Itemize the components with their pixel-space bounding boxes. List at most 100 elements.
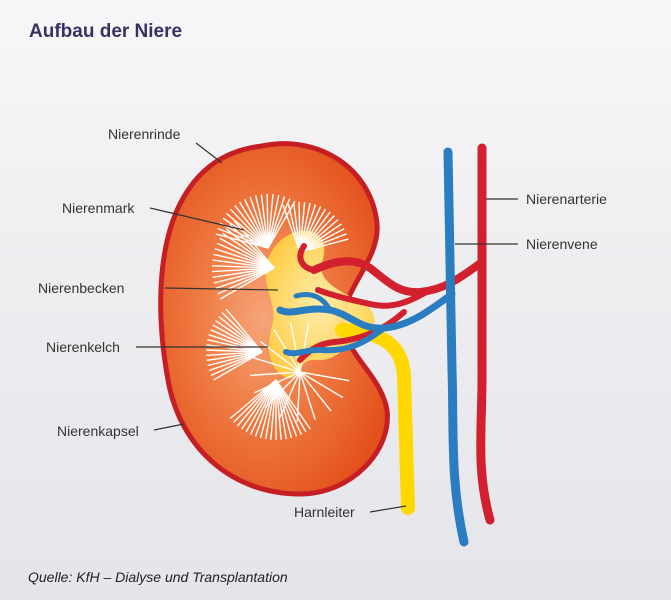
pyramid-ray bbox=[260, 194, 269, 249]
pyramid-ray bbox=[215, 267, 275, 290]
pyramid-ray bbox=[264, 379, 277, 440]
pyramid-ray bbox=[213, 267, 275, 284]
pyramid-ray bbox=[298, 201, 301, 253]
leader-nierenrinde bbox=[195, 142, 223, 164]
pyramid-ray bbox=[213, 253, 275, 269]
pyramid-ray bbox=[236, 379, 277, 427]
medulla-pyramid-bottom bbox=[229, 379, 311, 440]
pyramid-ray bbox=[233, 379, 277, 423]
pyramid-ray bbox=[229, 379, 277, 420]
pyramid-ray bbox=[299, 228, 345, 253]
pyramid-ray bbox=[229, 208, 269, 249]
source-caption: Quelle: KfH – Dialyse und Transplantatio… bbox=[28, 569, 288, 585]
pyramid-ray bbox=[225, 228, 275, 269]
pyramid-ray bbox=[241, 379, 277, 430]
pyramid-ray bbox=[218, 315, 263, 353]
renal-vein-branch-3 bbox=[293, 292, 333, 313]
label-nierenmark: Nierenmark bbox=[62, 200, 135, 216]
pyramid-ray bbox=[212, 267, 275, 273]
pyramid-ray bbox=[210, 351, 263, 377]
pyramid-ray bbox=[208, 351, 263, 372]
pyramid-ray bbox=[299, 238, 349, 253]
pyramid-ray bbox=[214, 248, 275, 269]
pyramid-ray bbox=[290, 322, 301, 373]
pyramid-ray bbox=[225, 308, 263, 353]
pyramid-ray bbox=[217, 227, 269, 249]
pyramid-ray bbox=[207, 351, 263, 367]
pyramid-ray bbox=[210, 329, 263, 353]
pyramid-ray bbox=[234, 204, 269, 249]
renal-artery-branch-2 bbox=[315, 287, 433, 309]
pyramid-ray bbox=[296, 371, 301, 422]
pyramid-ray bbox=[226, 212, 269, 249]
pyramid-ray bbox=[249, 379, 277, 435]
renal-vein-main bbox=[443, 147, 469, 547]
pyramid-ray bbox=[208, 334, 263, 353]
pyramid-ray bbox=[216, 242, 275, 269]
diagram-title: Aufbau der Niere bbox=[29, 21, 183, 42]
label-harnleiter: Harnleiter bbox=[294, 504, 355, 520]
label-nierenkapsel: Nierenkapsel bbox=[57, 423, 139, 439]
leader-nierenkapsel bbox=[153, 423, 185, 431]
label-nierenkelch: Nierenkelch bbox=[46, 339, 120, 355]
renal-vein-branch-2 bbox=[283, 325, 387, 357]
pyramid-ray bbox=[250, 371, 301, 377]
pyramid-ray bbox=[275, 379, 307, 433]
pyramid-ray bbox=[267, 200, 296, 249]
label-nierenrinde: Nierenrinde bbox=[108, 126, 181, 142]
pyramid-ray bbox=[275, 379, 311, 430]
pyramid-ray bbox=[279, 371, 301, 418]
leader-nierenbecken bbox=[164, 287, 279, 291]
pyramid-ray bbox=[222, 232, 275, 269]
pyramid-ray bbox=[233, 220, 275, 269]
pyramid-ray bbox=[206, 351, 263, 356]
pyramid-ray bbox=[239, 201, 269, 249]
pyramid-ray bbox=[299, 371, 344, 399]
medulla-pyramid-upper-right bbox=[282, 201, 349, 253]
pyramid-ray bbox=[282, 204, 301, 253]
pyramid-ray bbox=[254, 379, 277, 437]
pyramid-ray bbox=[275, 379, 298, 437]
pyramid-ray bbox=[219, 237, 275, 269]
medulla-pyramid-upper-left bbox=[211, 220, 275, 300]
pyramid-ray bbox=[292, 202, 301, 253]
ureter bbox=[335, 323, 415, 515]
pyramid-ray bbox=[221, 312, 263, 353]
pyramid-ray bbox=[219, 267, 275, 300]
pyramid-ray bbox=[266, 193, 269, 249]
pyramid-ray bbox=[206, 344, 263, 353]
renal-artery-branch-3 bbox=[297, 243, 317, 273]
pyramid-ray bbox=[275, 379, 288, 440]
pyramid-ray bbox=[299, 322, 310, 373]
pyramid-ray bbox=[267, 198, 291, 249]
pyramid-ray bbox=[212, 267, 275, 278]
pyramid-ray bbox=[213, 351, 263, 381]
pyramid-ray bbox=[275, 379, 303, 435]
leader-nierenmark bbox=[149, 207, 245, 231]
medulla-pyramid-mid-left bbox=[205, 308, 263, 381]
pyramid-ray bbox=[275, 379, 282, 440]
label-nierenarterie: Nierenarterie bbox=[526, 191, 607, 207]
medulla-pyramid-top bbox=[215, 193, 296, 249]
label-nierenbecken: Nierenbecken bbox=[38, 280, 124, 296]
pyramid-ray bbox=[299, 223, 342, 253]
pyramid-ray bbox=[244, 198, 269, 249]
pyramid-ray bbox=[249, 196, 269, 249]
pyramid-ray bbox=[211, 265, 275, 269]
pyramid-ray bbox=[275, 379, 293, 439]
label-nierenvene: Nierenvene bbox=[526, 236, 598, 252]
pyramid-ray bbox=[206, 351, 263, 362]
leader-harnleiter bbox=[369, 505, 407, 513]
pyramid-ray bbox=[287, 203, 301, 253]
pyramid-ray bbox=[270, 379, 277, 440]
pyramid-ray bbox=[219, 222, 269, 249]
leader-lines bbox=[136, 142, 518, 513]
pyramid-ray bbox=[299, 371, 316, 420]
pyramid-ray bbox=[299, 233, 347, 253]
pyramid-ray bbox=[254, 195, 269, 249]
pyramid-ray bbox=[267, 194, 280, 249]
pyramid-ray bbox=[245, 379, 277, 433]
pyramid-ray bbox=[251, 356, 301, 373]
pyramid-ray bbox=[299, 202, 311, 253]
